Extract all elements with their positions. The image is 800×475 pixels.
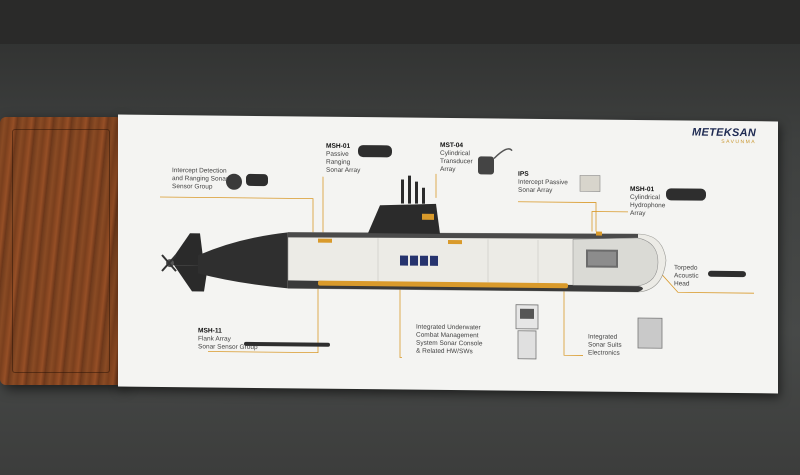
label-msh11: MSH-11 Flank Array Sonar Sensor Group bbox=[198, 327, 258, 352]
label-ips: IPS Intercept Passive Sonar Array bbox=[518, 170, 568, 195]
label-console: Integrated Underwater Combat Management … bbox=[416, 323, 483, 356]
label-intercept-detection: Intercept Detection and Ranging Sonar Se… bbox=[172, 167, 229, 191]
wooden-plaque bbox=[0, 117, 122, 385]
label-mst04: MST-04 Cylindrical Transducer Array bbox=[440, 141, 473, 174]
table-back-edge bbox=[0, 0, 800, 44]
label-msh01-ranging: MSH-01 Passive Ranging Sonar Array bbox=[326, 142, 361, 175]
product-images bbox=[226, 145, 746, 360]
label-torpedo: Torpedo Acoustic Head bbox=[674, 264, 699, 288]
submarine-hull bbox=[161, 175, 667, 293]
submarine-diagram bbox=[160, 145, 754, 360]
display-board: METEKSAN SAVUNMA bbox=[118, 114, 778, 394]
leader-lines bbox=[160, 173, 754, 358]
label-sonar-suits: Integrated Sonar Suits Electronics bbox=[588, 333, 622, 357]
label-msh01-cylindrical: MSH-01 Cylindrical Hydrophone Array bbox=[630, 185, 666, 218]
